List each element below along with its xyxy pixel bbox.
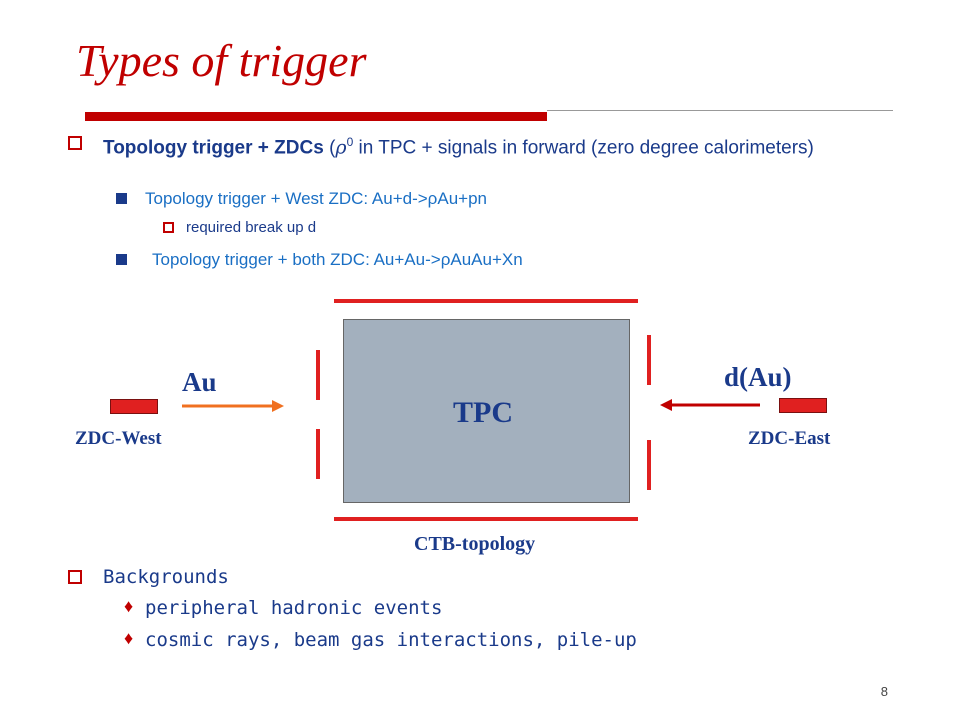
bullet-topology-zdc-bold: Topology trigger + ZDCs [103, 137, 324, 159]
arrow-left-icon [660, 399, 760, 411]
ctb-left-bar-lower [316, 429, 320, 479]
background-item: cosmic rays, beam gas interactions, pile… [145, 629, 637, 651]
arrow-right-icon [182, 400, 284, 412]
ctb-top-bar [334, 299, 638, 303]
tpc-box [343, 319, 630, 503]
dau-label: d(Au) [724, 362, 792, 392]
ctb-left-bar-upper [316, 350, 320, 400]
bullet-topology-zdc: Topology trigger + ZDCs (ρ0 in TPC + sig… [103, 131, 883, 159]
rho-symbol: ρ [335, 136, 347, 159]
backgrounds-heading: Backgrounds [103, 566, 229, 588]
ctb-right-bar-lower [647, 440, 651, 490]
sub-bullet-west-zdc: Topology trigger + West ZDC: Au+d->ρAu+p… [145, 189, 487, 208]
zdc-west-detector [110, 399, 158, 414]
diamond-icon: ♦ [124, 628, 134, 648]
ctb-bottom-bar [334, 517, 638, 521]
title-underline-thin [547, 110, 893, 111]
title-underline-thick [85, 112, 547, 121]
zdc-east-label: ZDC-East [748, 428, 831, 449]
ctb-topology-label: CTB-topology [414, 533, 536, 555]
ctb-right-bar-upper [647, 335, 651, 385]
tpc-label: TPC [453, 396, 513, 429]
filled-square-icon [116, 254, 127, 265]
zdc-east-detector [779, 398, 827, 413]
au-label: Au [182, 367, 217, 397]
bullet-topology-zdc-rest: in TPC + signals in forward (zero degree… [353, 137, 814, 159]
bullet-topology-zdc-open: ( [323, 137, 336, 159]
page-number: 8 [880, 684, 888, 699]
sub-note-break-up: required break up d [186, 219, 317, 236]
hollow-square-icon [68, 570, 82, 584]
sub-bullet-both-zdc: Topology trigger + both ZDC: Au+Au->ρAuA… [152, 250, 523, 269]
filled-square-icon [116, 193, 127, 204]
diamond-icon: ♦ [124, 596, 134, 616]
hollow-square-icon [163, 222, 174, 233]
hollow-square-icon [68, 136, 82, 150]
zdc-west-label: ZDC-West [75, 428, 162, 449]
background-item: peripheral hadronic events [145, 597, 443, 619]
slide-title: Types of trigger [76, 35, 367, 86]
rho-superscript: 0 [346, 135, 354, 149]
